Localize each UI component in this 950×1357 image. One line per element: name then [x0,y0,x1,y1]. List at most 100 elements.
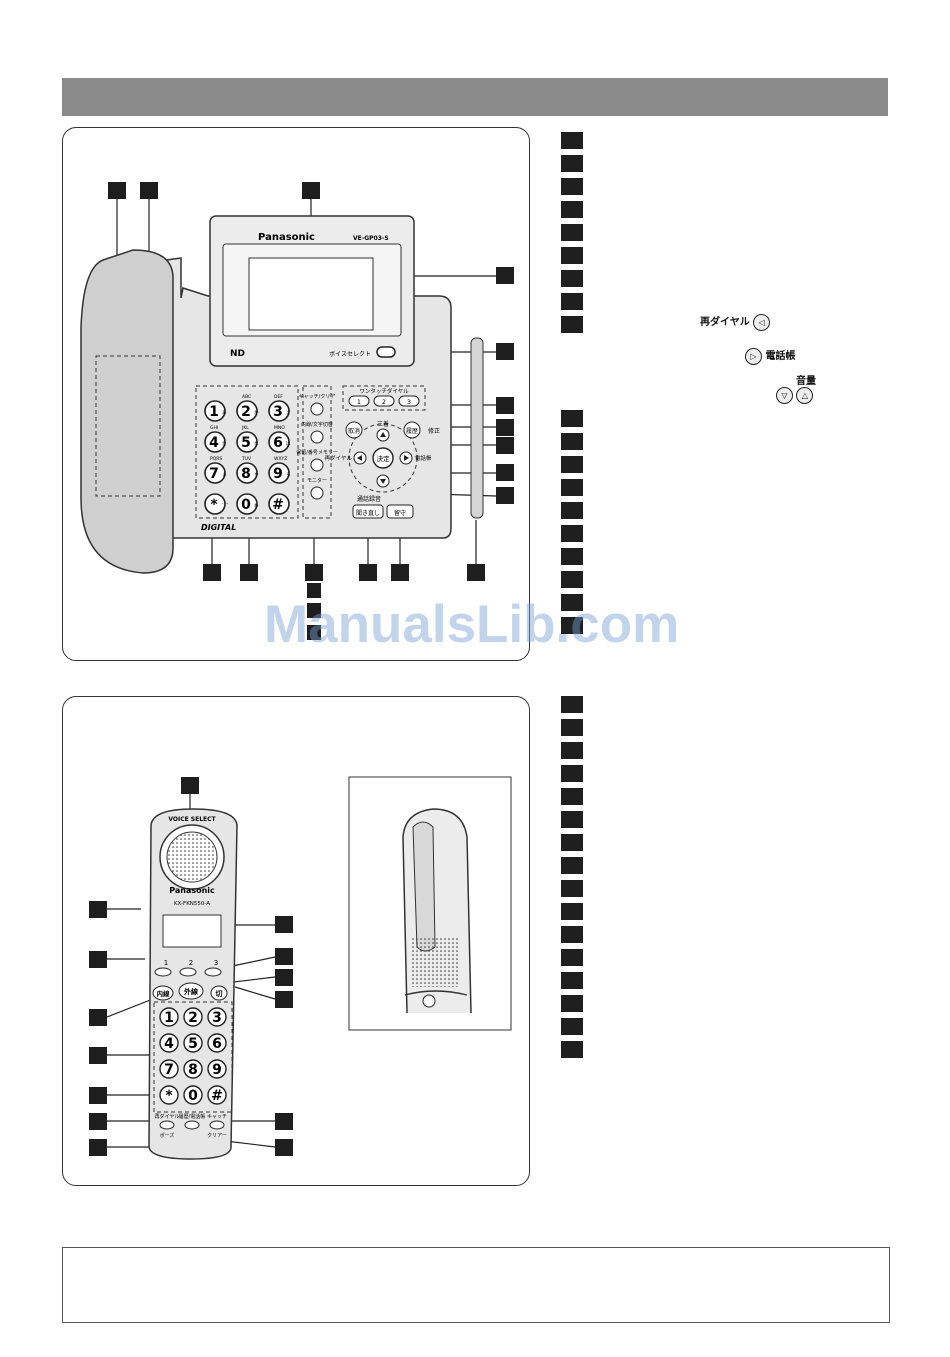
hs-key-label: 5 [188,1036,198,1052]
center-enter-key[interactable] [372,447,394,469]
svg-text:ポーズ: ポーズ [160,1132,175,1139]
hs-key-label: 8 [188,1062,198,1078]
hs-one-touch-key-1[interactable] [154,967,172,977]
base-key-letters: JKL [241,425,249,431]
hs-key-2[interactable] [183,1007,203,1027]
side-key[interactable] [310,458,324,472]
right-arrow-icon: ▷ [745,347,762,365]
base-key-0[interactable] [236,493,258,515]
hs-one-touch-key-3[interactable] [204,967,222,977]
cancel-key[interactable] [345,421,363,439]
base-key-label: 8 [241,466,251,482]
base-legend-markers-group1 [561,132,583,339]
one-touch-key-2[interactable] [373,395,395,407]
base-key-9[interactable] [268,462,290,484]
hs-key-6[interactable] [207,1033,227,1053]
hs-key-label: 0 [188,1088,198,1104]
svg-text:切: 切 [216,989,223,998]
hs-one-touch-label: 2 [189,959,193,967]
side-key[interactable] [310,402,324,416]
base-key-6[interactable] [268,431,290,453]
voice-select-button[interactable] [376,346,396,358]
hs-key-label: 7 [164,1062,174,1078]
hs-key-label: 2 [188,1010,198,1026]
base-key-letters: DEF [274,394,283,400]
base-key-letters: GHI [210,425,218,431]
svg-text:電話帳: 電話帳 [415,454,432,462]
history-phonebook-key[interactable] [184,1120,200,1130]
base-key-4[interactable] [204,431,226,453]
base-key-hash[interactable] [268,493,290,515]
hs-key-label: 6 [212,1036,222,1052]
volume-inline: ▽ △ [776,387,814,404]
base-key-5[interactable] [236,431,258,453]
base-key-3[interactable] [268,400,290,422]
intercom-key[interactable] [152,985,174,1001]
one-touch-key-3[interactable] [398,395,420,407]
down-arrow-icon: ▽ [776,387,793,404]
base-key-letters: MNO [274,425,285,431]
one-touch-key-1[interactable] [348,395,370,407]
base-key-star[interactable] [204,493,226,515]
base-key-label: 5 [241,435,251,451]
svg-text:留守: 留守 [394,509,406,517]
side-key[interactable] [310,486,324,500]
history-key[interactable] [403,421,421,439]
handset-legend-markers [561,696,583,1064]
hs-key-8[interactable] [183,1059,203,1079]
svg-text:再ダイヤル: 再ダイヤル [155,1113,180,1120]
hs-one-touch-key-2[interactable] [179,967,197,977]
base-model: VE-GP03-S [353,235,389,242]
base-key-label: 2 [241,404,251,420]
base-key-sub: な [254,440,259,447]
hs-key-0[interactable] [183,1085,203,1105]
hs-key-7[interactable] [159,1059,179,1079]
off-key[interactable] [210,985,228,1001]
hs-key-star[interactable] [159,1085,179,1105]
hs-key-hash[interactable] [207,1085,227,1105]
outside-line-key[interactable] [178,982,204,1000]
base-key-letters: PQRS [210,456,222,462]
svg-text:修正: 修正 [428,427,440,435]
digital-logo: DIGITAL [201,523,236,532]
down-arrow-icon [380,479,386,484]
svg-text:取消: 取消 [348,427,360,435]
hs-key-3[interactable] [207,1007,227,1027]
base-key-1[interactable] [204,400,226,422]
base-key-label: 4 [209,435,219,451]
hs-key-1[interactable] [159,1007,179,1027]
catch-clear-key[interactable] [209,1120,225,1130]
base-key-sub: か [254,409,259,416]
base-brand: Panasonic [258,232,315,243]
base-key-sub: は [286,441,291,447]
svg-text:クリアー: クリアー [207,1133,227,1139]
redial-inline: 再ダイヤル ◁ [700,313,771,331]
hs-key-5[interactable] [183,1033,203,1053]
base-key-sub: ゛゜ [222,502,231,509]
redial-pause-key[interactable] [159,1120,175,1130]
handset-model: KX-FKN550-A [174,901,210,907]
answering-button[interactable] [386,504,414,519]
base-key-7[interactable] [204,462,226,484]
watermark: ManualsLib.com [264,595,680,654]
volume-inline-label: 音量 [796,376,816,387]
hs-key-label: 9 [212,1062,222,1078]
hs-key-9[interactable] [207,1059,227,1079]
base-key-letters: ABC [242,394,251,400]
hs-one-touch-label: 3 [214,959,218,967]
nd-logo: ND [230,349,245,359]
base-key-8[interactable] [236,462,258,484]
base-key-sub: あ [222,410,227,416]
base-key-sub: た [222,441,227,447]
playback-button[interactable] [352,504,384,519]
svg-text:聞き直し: 聞き直し [356,509,380,517]
note-box [62,1247,890,1323]
up-arrow-icon [380,432,386,437]
side-key[interactable] [310,430,324,444]
left-arrow-icon: ◁ [753,313,771,331]
base-key-2[interactable] [236,400,258,422]
side-key-label: キャッチ/クリア [299,394,336,400]
hs-key-4[interactable] [159,1033,179,1053]
